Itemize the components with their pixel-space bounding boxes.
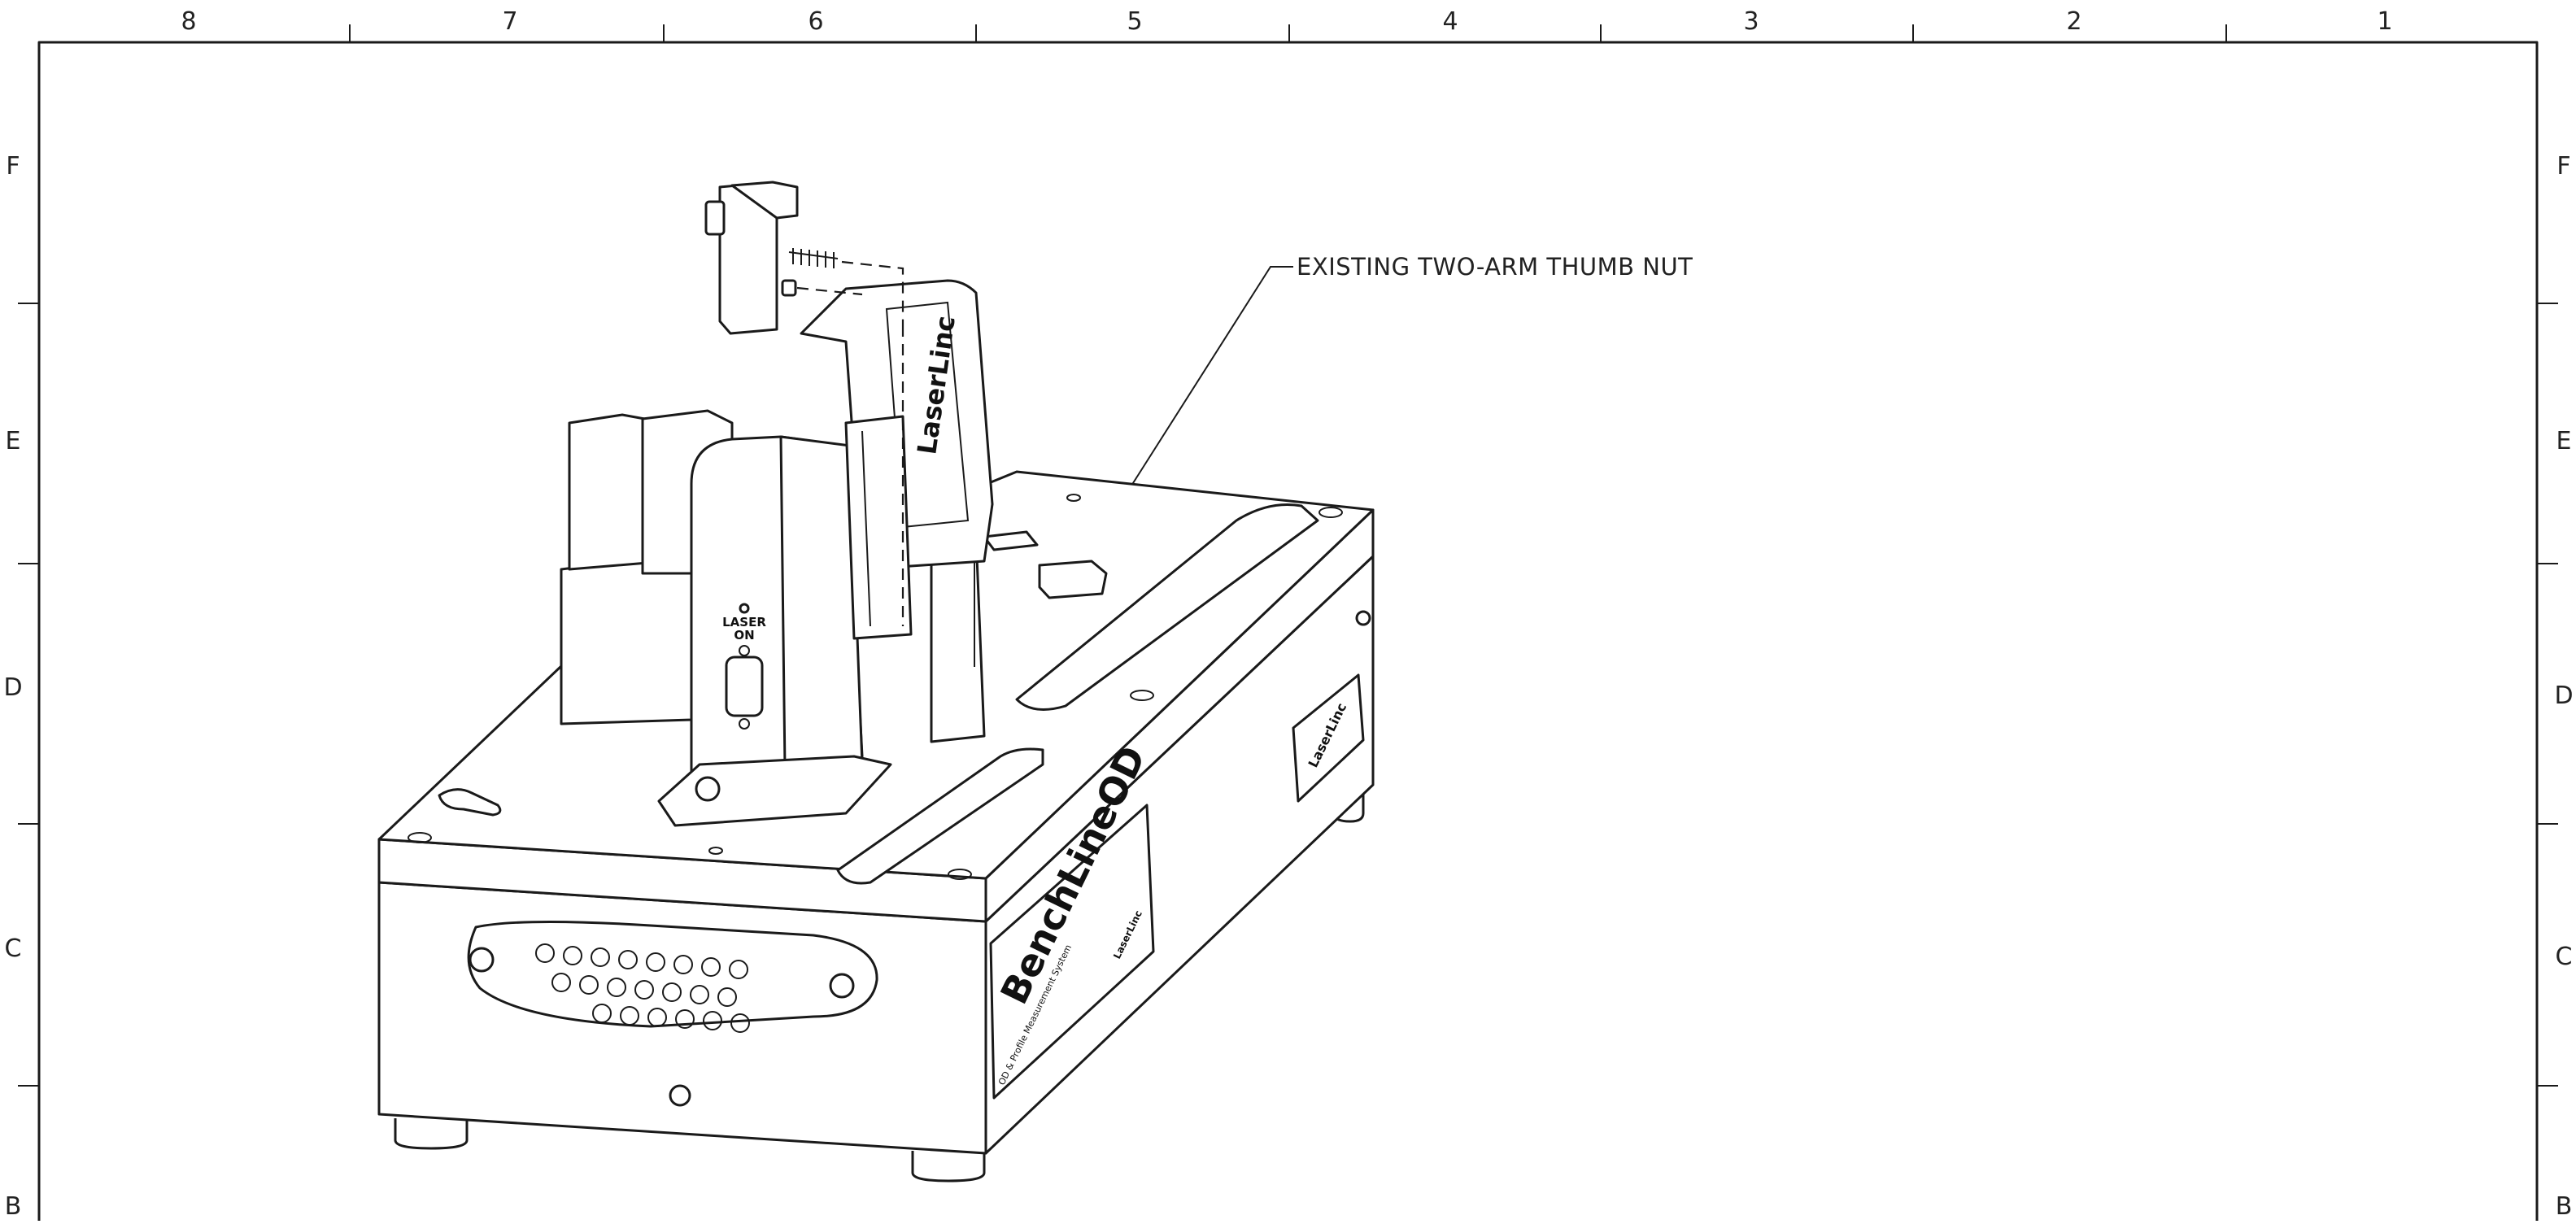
- motor-lower-block: [560, 551, 693, 725]
- top-slot-rear: [1015, 503, 1319, 711]
- upper-reference-bracket: [704, 181, 839, 335]
- column-label-2: 2: [2066, 7, 2081, 36]
- fork-top: [983, 530, 1039, 551]
- row-label-e-left: E: [6, 427, 21, 455]
- column-label-5: 5: [1127, 7, 1142, 36]
- head-window-frame: [844, 415, 913, 640]
- thumb-nut: [1038, 560, 1108, 599]
- head-base-plate: [657, 755, 892, 827]
- column-ticks: [349, 24, 2227, 42]
- border-frame: [37, 41, 2539, 1224]
- drawing-border: 8 7 6 5 4 3 2 1 F E D C B F E D C B: [3, 7, 2574, 1224]
- bracket-knob: [704, 200, 726, 236]
- front-handle: [467, 920, 878, 1028]
- bracket-top: [730, 181, 799, 220]
- foot-front-right: [911, 1151, 986, 1183]
- assembly-lines: [796, 260, 904, 626]
- callout-label: EXISTING TWO-ARM THUMB NUT: [1297, 253, 1693, 281]
- callout-leader-line: [1083, 266, 1293, 562]
- row-label-c-left: C: [5, 934, 22, 963]
- handle-vent-holes: [535, 943, 750, 1033]
- side-indicator: [1355, 610, 1371, 626]
- threaded-screw: [788, 251, 839, 259]
- row-label-d-left: D: [3, 673, 22, 702]
- row-label-f-right: F: [2556, 152, 2570, 181]
- row-label-f-left: F: [6, 152, 20, 181]
- foot-front-left: [394, 1118, 469, 1150]
- callout-thumb-nut: EXISTING TWO-ARM THUMB NUT: [1083, 253, 1693, 562]
- row-label-b-right: B: [2556, 1192, 2573, 1221]
- column-label-8: 8: [181, 7, 196, 36]
- cable-clip: [438, 788, 502, 817]
- column-label-1: 1: [2377, 7, 2392, 36]
- side-logo-plate: [1292, 673, 1365, 803]
- top-slot-front: [836, 747, 1044, 885]
- benchline-device: BenchLineOD OD & Profile Measurement Sys…: [377, 181, 1375, 1183]
- column-label-7: 7: [502, 7, 517, 36]
- laser-label-line1: LASER: [722, 615, 766, 629]
- fork-upright: [930, 535, 986, 743]
- laser-led: [739, 603, 750, 614]
- row-label-c-right: C: [2556, 943, 2573, 971]
- front-indicator: [669, 1084, 691, 1107]
- row-label-e-right: E: [2556, 427, 2572, 455]
- column-label-6: 6: [808, 7, 823, 36]
- column-label-3: 3: [1743, 7, 1759, 36]
- column-label-4: 4: [1442, 7, 1458, 36]
- name-plate: [989, 804, 1155, 1100]
- bracket-pin: [781, 279, 797, 297]
- row-ticks: [18, 303, 2558, 1087]
- head-base-screw: [695, 776, 721, 802]
- db9-connector: [725, 656, 764, 717]
- laser-label-line2: ON: [734, 628, 754, 642]
- row-label-d-right: D: [2554, 682, 2573, 710]
- row-label-b-left: B: [5, 1192, 22, 1221]
- top-screws: [408, 494, 1343, 880]
